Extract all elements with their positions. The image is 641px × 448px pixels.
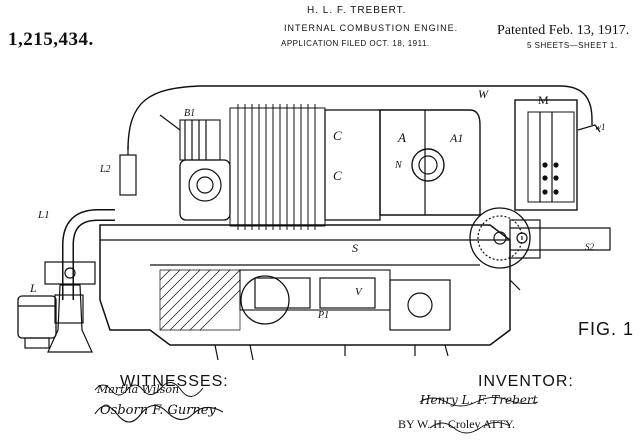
attorney-line: BY W. H. Croley ATTY.: [398, 418, 515, 430]
cooling-fins: [230, 104, 325, 230]
patented-date: Patented Feb. 13, 1917.: [497, 24, 629, 38]
figure-label: FIG. 1: [578, 320, 634, 338]
patent-title: INTERNAL COMBUSTION ENGINE.: [284, 24, 458, 33]
patent-number: 1,215,434.: [8, 30, 94, 49]
svg-text:L: L: [29, 281, 37, 295]
witness-1: Martha Wilson: [97, 384, 179, 395]
svg-text:W: W: [478, 87, 489, 101]
svg-text:L2: L2: [99, 164, 111, 175]
spark-plug: [120, 155, 136, 195]
crankcase: [100, 225, 510, 345]
hatched-section: [160, 270, 240, 330]
svg-text:C: C: [333, 128, 342, 143]
inventor-name: H. L. F. TREBERT.: [307, 6, 406, 16]
svg-text:V: V: [355, 286, 363, 298]
svg-text:C: C: [333, 168, 342, 183]
svg-text:A: A: [397, 130, 406, 145]
svg-text:M: M: [538, 93, 549, 107]
sheet-count: 5 SHEETS—SHEET 1.: [527, 42, 618, 50]
svg-text:P1: P1: [317, 310, 329, 321]
svg-text:B1: B1: [184, 108, 195, 119]
svg-text:L1: L1: [37, 209, 50, 221]
svg-text:w1: w1: [595, 122, 606, 132]
cylinder-c: [325, 110, 380, 220]
inventor-signature: Henry L. F. Trebert: [420, 394, 538, 406]
svg-text:S: S: [352, 241, 358, 255]
inventor-heading: INVENTOR:: [478, 374, 574, 390]
witness-2: Osborn F. Gurney: [100, 404, 216, 417]
float-chamber: [18, 296, 56, 338]
gear-wheel: [470, 208, 530, 268]
wire-w: [128, 86, 592, 150]
shaft: [510, 228, 610, 250]
svg-text:N: N: [394, 160, 403, 171]
svg-text:S2: S2: [585, 242, 595, 252]
svg-text:A1: A1: [449, 131, 463, 145]
filing-date: APPLICATION FILED OCT. 18, 1911.: [281, 40, 430, 48]
